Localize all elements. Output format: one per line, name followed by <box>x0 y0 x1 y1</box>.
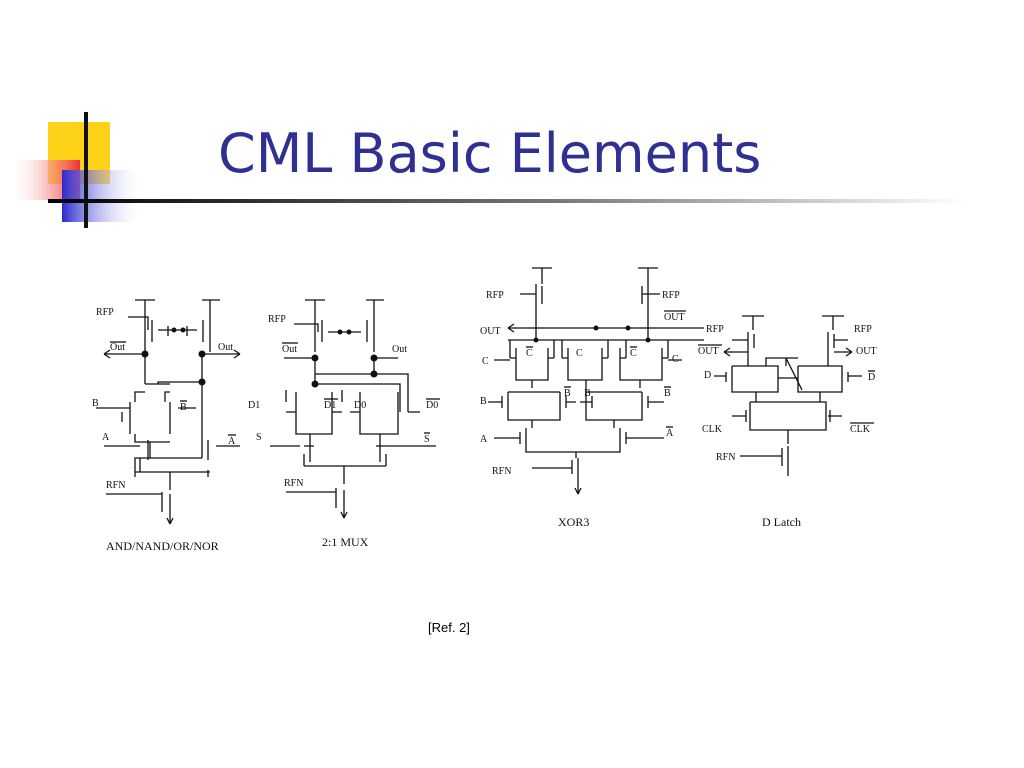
rfp-left-label: RFP <box>706 324 724 335</box>
out-bar-label: OUT <box>698 346 719 357</box>
vertical-rule <box>84 112 88 228</box>
xor3-c-level: C C C C C <box>482 340 682 381</box>
title-underline <box>48 199 968 203</box>
d-latch-circuit: RFP RFP OUT OUT D D CLK CLK RFN D Latch <box>698 315 877 529</box>
slide-corner-decoration <box>14 112 968 228</box>
b2-label: B <box>584 388 591 399</box>
rfp-left-label: RFP <box>486 290 504 301</box>
circuit-caption: D Latch <box>762 515 801 529</box>
cml-circuit-figure: RFP Out Out B B A A RFN AND/NAND/OR/NOR <box>92 267 877 553</box>
c1-bar-label: C <box>526 348 533 359</box>
out-label: OUT <box>856 346 877 357</box>
d0-bar-label: D0 <box>426 400 438 411</box>
a-bar-label: A <box>228 436 236 447</box>
page-title: CML Basic Elements <box>218 122 762 185</box>
out-label: Out <box>392 344 407 355</box>
and-nand-circuit: RFP Out Out B B A A RFN AND/NAND/OR/NOR <box>92 299 241 553</box>
b2-bar-label: B <box>664 388 671 399</box>
d1-label: D1 <box>248 400 260 411</box>
d-label: D <box>704 370 711 381</box>
d0-label: D0 <box>354 400 366 411</box>
clk-label: CLK <box>702 424 723 435</box>
c2-label: C <box>576 348 583 359</box>
s-label: S <box>256 432 262 443</box>
circuit-caption: 2:1 MUX <box>322 535 369 549</box>
out-bar-label: Out <box>110 342 125 353</box>
d-bar-label: D <box>868 372 875 383</box>
out-bar-label: Out <box>282 344 297 355</box>
c1-label: C <box>482 356 489 367</box>
rfn-label: RFN <box>492 466 511 477</box>
s-bar-label: S <box>424 434 430 445</box>
b1-label: B <box>480 396 487 407</box>
rfp-label: RFP <box>268 314 286 325</box>
out-label: OUT <box>480 326 501 337</box>
mux-circuit: RFP Out Out D1 D1 D0 D0 S S RFN 2:1 MUX <box>248 299 440 549</box>
c3-label: C <box>672 354 679 365</box>
b-bar-label: B <box>180 402 187 413</box>
reference-note: [Ref. 2] <box>428 620 470 635</box>
a-label: A <box>480 434 488 445</box>
xor3-b-level: B B B B <box>480 380 671 421</box>
rfn-label: RFN <box>106 480 125 491</box>
d1-bar-label: D1 <box>324 400 336 411</box>
out-label: Out <box>218 342 233 353</box>
xor3-circuit: RFP RFP OUT OUT C C C C C <box>480 267 704 529</box>
out-bar-label: OUT <box>664 312 685 323</box>
b-label: B <box>92 398 99 409</box>
blue-square <box>62 170 140 222</box>
rfn-label: RFN <box>716 452 735 463</box>
rfp-right-label: RFP <box>854 324 872 335</box>
b1-bar-label: B <box>564 388 571 399</box>
rfp-label: RFP <box>96 307 114 318</box>
clk-bar-label: CLK <box>850 424 871 435</box>
a-label: A <box>102 432 110 443</box>
circuit-caption: XOR3 <box>558 515 589 529</box>
rfn-label: RFN <box>284 478 303 489</box>
a-bar-label: A <box>666 428 674 439</box>
c2-bar-label: C <box>630 348 637 359</box>
circuit-caption: AND/NAND/OR/NOR <box>106 539 219 553</box>
rfp-right-label: RFP <box>662 290 680 301</box>
